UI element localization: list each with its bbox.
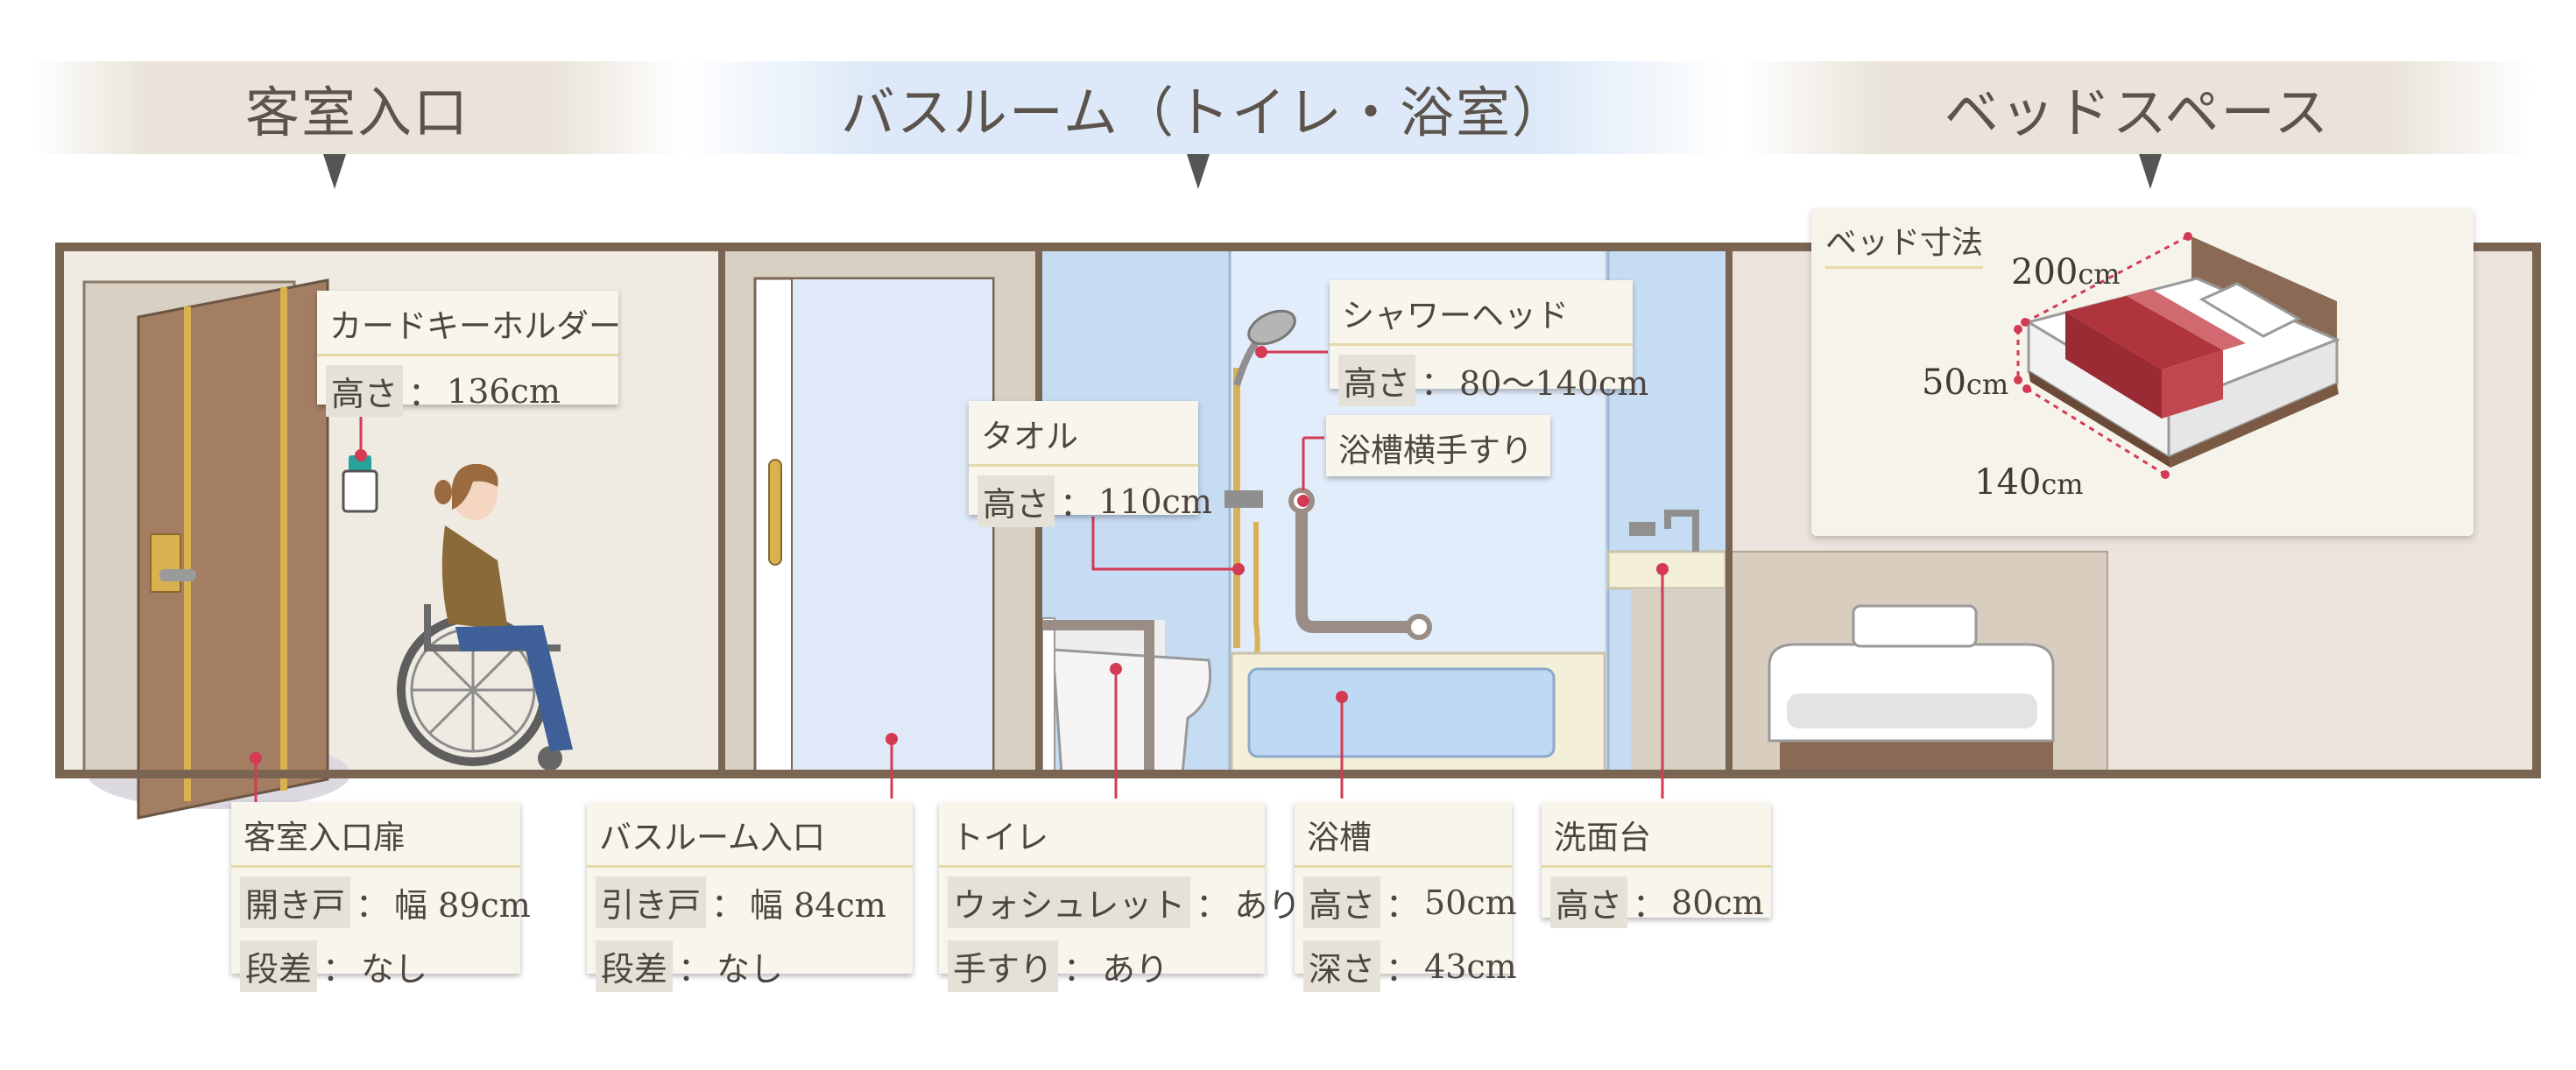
- callout-title: バスルーム入口: [587, 802, 913, 868]
- callout-title: カードキーホルダー: [317, 291, 621, 356]
- callout-row: 高さ：80〜140cm: [1330, 346, 1648, 410]
- bed-length-dimension: 200cm: [2011, 252, 2121, 292]
- callout-shower-head: シャワーヘッド 高さ：80〜140cm: [1330, 280, 1648, 406]
- section-header-bathroom: バスルーム（トイレ・浴室）: [683, 61, 1726, 154]
- callout-door: 客室入口扉 開き戸：幅 89cm 段差：なし: [231, 802, 531, 992]
- bed-dimension-title: ベッド寸法: [1825, 217, 1984, 269]
- callout-title: トイレ: [939, 802, 1265, 868]
- bed-width-dimension: 140cm: [1974, 462, 2084, 503]
- callout-title: 洗面台: [1542, 802, 1771, 868]
- callout-row: 段差：なし: [231, 932, 520, 996]
- callout-bath-entrance: バスルーム入口 引き戸：幅 84cm 段差：なし: [587, 802, 913, 992]
- bed-3d-illustration: [2014, 232, 2340, 479]
- callout-towel: タオル 高さ：110cm: [969, 401, 1212, 527]
- callout-row: 開き戸：幅 89cm: [231, 868, 531, 932]
- card-key-holder: [342, 455, 378, 513]
- section-title-bed: ベッドスペース: [1944, 81, 2331, 144]
- callout-row: 高さ：110cm: [969, 467, 1212, 531]
- arrow-down-icon-bathroom: [1187, 154, 1210, 189]
- callout-row: 高さ：80cm: [1542, 868, 1771, 932]
- section-header-bed: ベッドスペース: [1743, 61, 2531, 154]
- callout-row: 引き戸：幅 84cm: [587, 868, 913, 932]
- callout-bath-rail: 浴槽横手すり: [1326, 415, 1550, 476]
- callout-row: 段差：なし: [587, 932, 913, 996]
- callout-sink: 洗面台 高さ：80cm: [1542, 802, 1771, 928]
- bed-dimension-panel: ベッド寸法 200cm 50cm 140cm: [1811, 208, 2474, 536]
- arrow-down-icon-entrance: [323, 154, 346, 189]
- callout-row: 手すり：あり: [939, 932, 1265, 996]
- callout-toilet: トイレ ウォシュレット：あり 手すり：あり: [939, 802, 1301, 992]
- callout-title: シャワーヘッド: [1330, 280, 1633, 346]
- callout-row: ウォシュレット：あり: [939, 868, 1301, 932]
- callout-title: 浴槽横手すり: [1338, 432, 1533, 469]
- callout-title: 浴槽: [1295, 802, 1512, 868]
- section-title-entrance: 客室入口: [244, 81, 469, 144]
- wheelchair-user: [397, 463, 573, 771]
- section-title-bathroom: バスルーム（トイレ・浴室）: [840, 81, 1569, 144]
- callout-row: 高さ：136cm: [317, 356, 618, 420]
- callout-row: 高さ：50cm: [1295, 868, 1517, 932]
- callout-title: 客室入口扉: [231, 802, 520, 868]
- arrow-down-icon-bed: [2139, 154, 2162, 189]
- callout-title: タオル: [969, 401, 1198, 467]
- callout-bathtub: 浴槽 高さ：50cm 深さ：43cm: [1295, 802, 1517, 992]
- callout-card-key-holder: カードキーホルダー 高さ：136cm: [317, 291, 621, 417]
- callout-row: 深さ：43cm: [1295, 932, 1517, 996]
- entrance-room: [60, 247, 718, 820]
- bed-height-dimension: 50cm: [1922, 363, 2009, 403]
- section-header-entrance: 客室入口: [33, 61, 681, 154]
